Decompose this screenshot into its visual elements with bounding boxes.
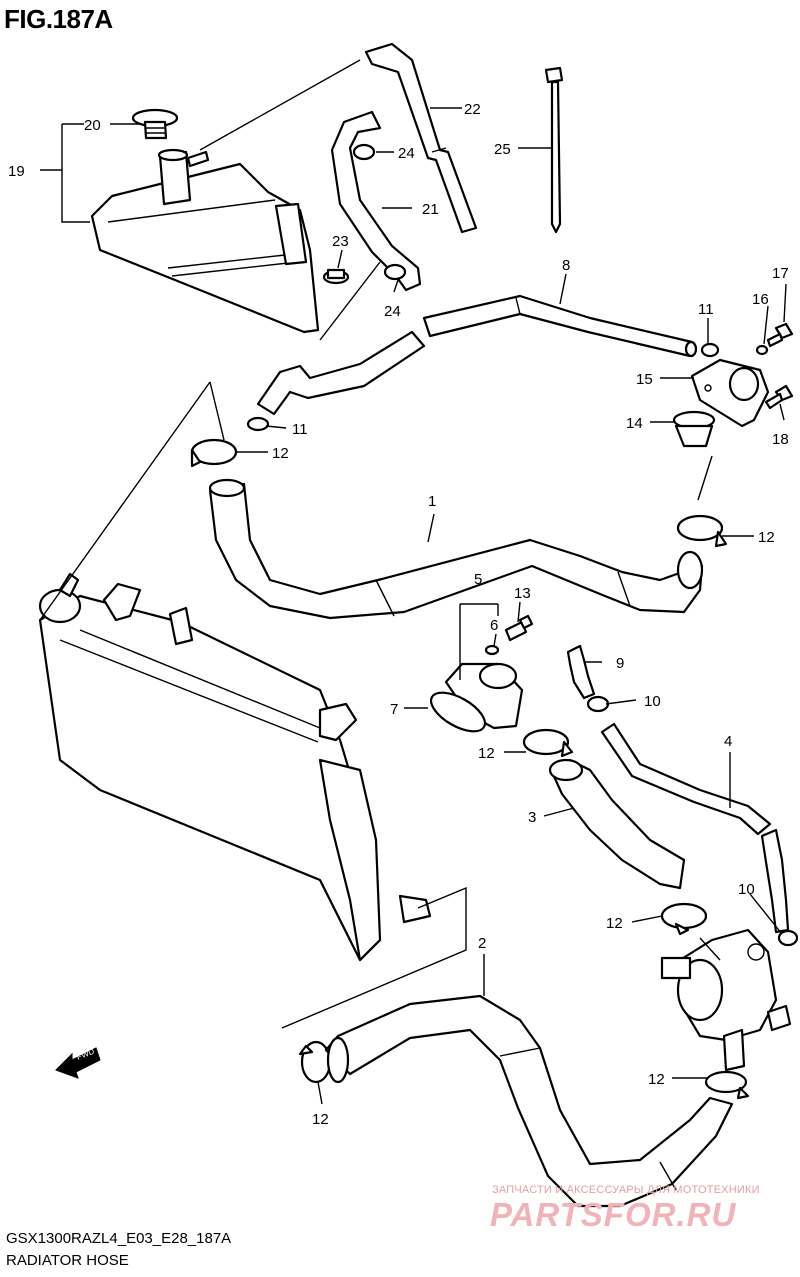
callout-13: 13: [514, 585, 531, 602]
callout-3: 3: [528, 809, 536, 826]
callout-20: 20: [84, 117, 101, 134]
bolt: [755, 322, 794, 410]
o-ring: [484, 644, 500, 656]
callout-25: 25: [494, 141, 511, 158]
overflow-hose: [364, 42, 478, 234]
callout-23: 23: [332, 233, 349, 250]
callout-16: 16: [752, 291, 769, 308]
callout-11-right: 11: [698, 301, 714, 318]
radiator-outlet-hose: [324, 994, 734, 1208]
watermark-tagline: ЗАПЧАСТИ И АКСЕССУАРЫ ДЛЯ МОТОТЕХНИКИ: [492, 1184, 760, 1196]
callout-17: 17: [772, 265, 789, 282]
callout-24-bottom: 24: [384, 303, 401, 320]
small-clamp-10: [586, 695, 799, 947]
figure-model-code: GSX1300RAZL4_E03_E28_187A: [6, 1230, 232, 1247]
callout-24-top: 24: [398, 145, 415, 162]
watermark-logo: PARTSFOR.RU: [490, 1196, 737, 1233]
callout-4: 4: [724, 733, 732, 750]
case-gasket: [429, 691, 487, 733]
callout-leaders: [110, 107, 787, 1105]
case-bolt: [504, 614, 534, 642]
radiator-hose-3: [548, 758, 686, 890]
thermostat-cover: [690, 358, 770, 428]
callout-1: 1: [428, 493, 436, 510]
callout-5: 5: [474, 571, 482, 588]
figure-name: RADIATOR HOSE: [6, 1252, 129, 1269]
callout-12-mid: 12: [478, 745, 495, 762]
water-pump: [660, 928, 792, 1072]
callout-15: 15: [636, 371, 653, 388]
callout-18: 18: [772, 431, 789, 448]
callout-12-lower-left: 12: [312, 1111, 329, 1128]
callout-2: 2: [478, 935, 486, 952]
callout-12-upper-left: 12: [272, 445, 289, 462]
hose-clamp: [190, 342, 728, 548]
callout-10-upper: 10: [644, 693, 661, 710]
figure-title: FIG.187A: [4, 4, 113, 34]
callout-labels: 20 19 22 25 24 21 23 24 8 17 16 11 15 14…: [8, 101, 789, 1128]
assembly-lines: [39, 59, 721, 1029]
reservoir-cap: [131, 108, 179, 140]
radiator: [38, 572, 432, 962]
callout-19: 19: [8, 163, 25, 180]
bypass-hose-4: [600, 722, 790, 934]
callout-11-left: 11: [292, 421, 308, 438]
radiator-inlet-hose: [208, 478, 704, 620]
hose-clamp-mid: [522, 728, 574, 758]
bypass-hose: [256, 294, 698, 416]
callout-8: 8: [562, 257, 570, 274]
reservoir-tank: [90, 148, 320, 334]
callout-12-pump: 12: [606, 915, 623, 932]
callout-9: 9: [616, 655, 624, 672]
callout-14: 14: [626, 415, 643, 432]
cable-tie: [544, 66, 564, 234]
hose-clamp-lower: [298, 902, 750, 1100]
callout-6: 6: [490, 617, 498, 634]
thermostat: [672, 410, 716, 448]
hose-union: [566, 644, 596, 700]
callout-12-upper-right: 12: [758, 529, 775, 546]
callout-10-lower: 10: [738, 881, 755, 898]
forward-arrow-icon: FWD: [55, 1047, 101, 1079]
small-clamp: [352, 143, 407, 281]
callout-7: 7: [390, 701, 398, 718]
breather-hose: [330, 110, 422, 292]
callout-22: 22: [464, 101, 481, 118]
callout-12-lower-right: 12: [648, 1071, 665, 1088]
bolt-tank-mount: [322, 268, 350, 285]
callout-21: 21: [422, 201, 439, 218]
